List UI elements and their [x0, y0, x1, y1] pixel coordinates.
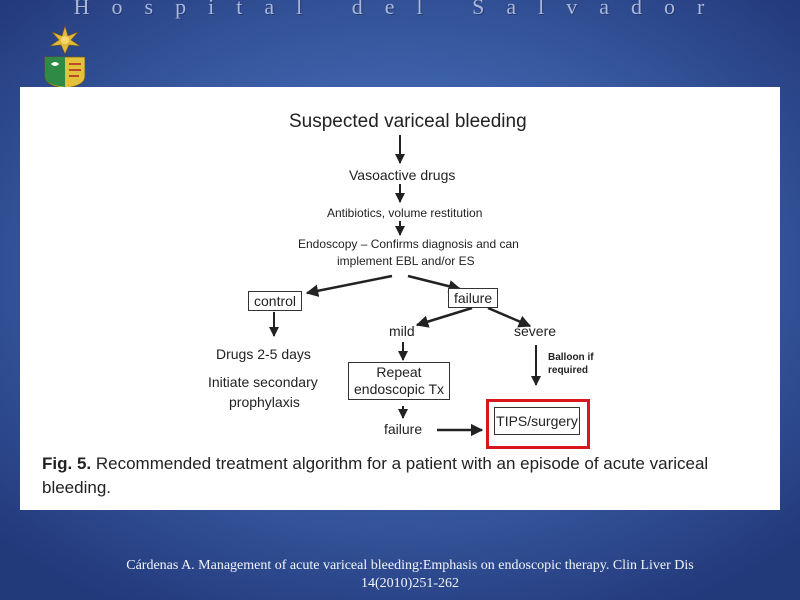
node-balloon-line1: Balloon if	[548, 352, 594, 363]
node-endoscopy-line1: Endoscopy – Confirms diagnosis and can	[298, 237, 519, 251]
node-repeat-line2: endoscopic Tx	[354, 381, 445, 397]
figure-caption: Fig. 5. Recommended treatment algorithm …	[42, 452, 762, 500]
node-mild: mild	[389, 323, 415, 339]
hospital-title: Hospital del Salvador	[73, 0, 727, 19]
flow-arrows	[269, 135, 541, 437]
node-severe: severe	[514, 323, 557, 339]
node-drugs-days: Drugs 2-5 days	[216, 346, 311, 362]
node-repeat-line1: Repeat	[376, 364, 422, 380]
tips-highlight-box: TIPS/surgery	[486, 399, 590, 449]
diagram-panel: Suspected variceal bleeding Vasoactive d…	[20, 87, 780, 510]
node-balloon-line2: required	[548, 365, 589, 376]
node-vasoactive-drugs: Vasoactive drugs	[349, 167, 456, 183]
node-tips-surgery: TIPS/surgery	[494, 407, 580, 435]
node-secondary-line1: Initiate secondary	[208, 374, 318, 390]
node-endoscopy-line2: implement EBL and/or ES	[337, 254, 475, 268]
node-failure-2: failure	[384, 421, 423, 437]
arrow-endoscopy-failure	[407, 274, 462, 293]
figure-caption-text: Recommended treatment algorithm for a pa…	[42, 454, 709, 497]
shield-icon	[44, 56, 86, 88]
node-repeat-endoscopic: Repeat endoscopic Tx	[348, 362, 451, 400]
node-secondary-line2: prophylaxis	[229, 394, 300, 410]
citation-line2: 14(2010)251-262	[361, 576, 459, 591]
citation: Cárdenas A. Management of acute variceal…	[60, 557, 760, 593]
arrow-failure-mild	[415, 306, 473, 328]
citation-line1: Cárdenas A. Management of acute variceal…	[126, 558, 694, 573]
sun-emblem-icon	[49, 24, 81, 55]
arrow-failure-severe	[487, 306, 532, 328]
node-failure: failure	[448, 288, 499, 308]
figure-label: Fig. 5.	[42, 454, 92, 473]
node-antibiotics: Antibiotics, volume restitution	[327, 206, 483, 220]
node-control: control	[248, 291, 303, 311]
node-balloon: Balloon if required	[548, 351, 594, 377]
hospital-logo	[44, 24, 86, 88]
node-suspected-bleeding: Suspected variceal bleeding	[289, 111, 527, 132]
arrow-endoscopy-control	[305, 274, 393, 297]
